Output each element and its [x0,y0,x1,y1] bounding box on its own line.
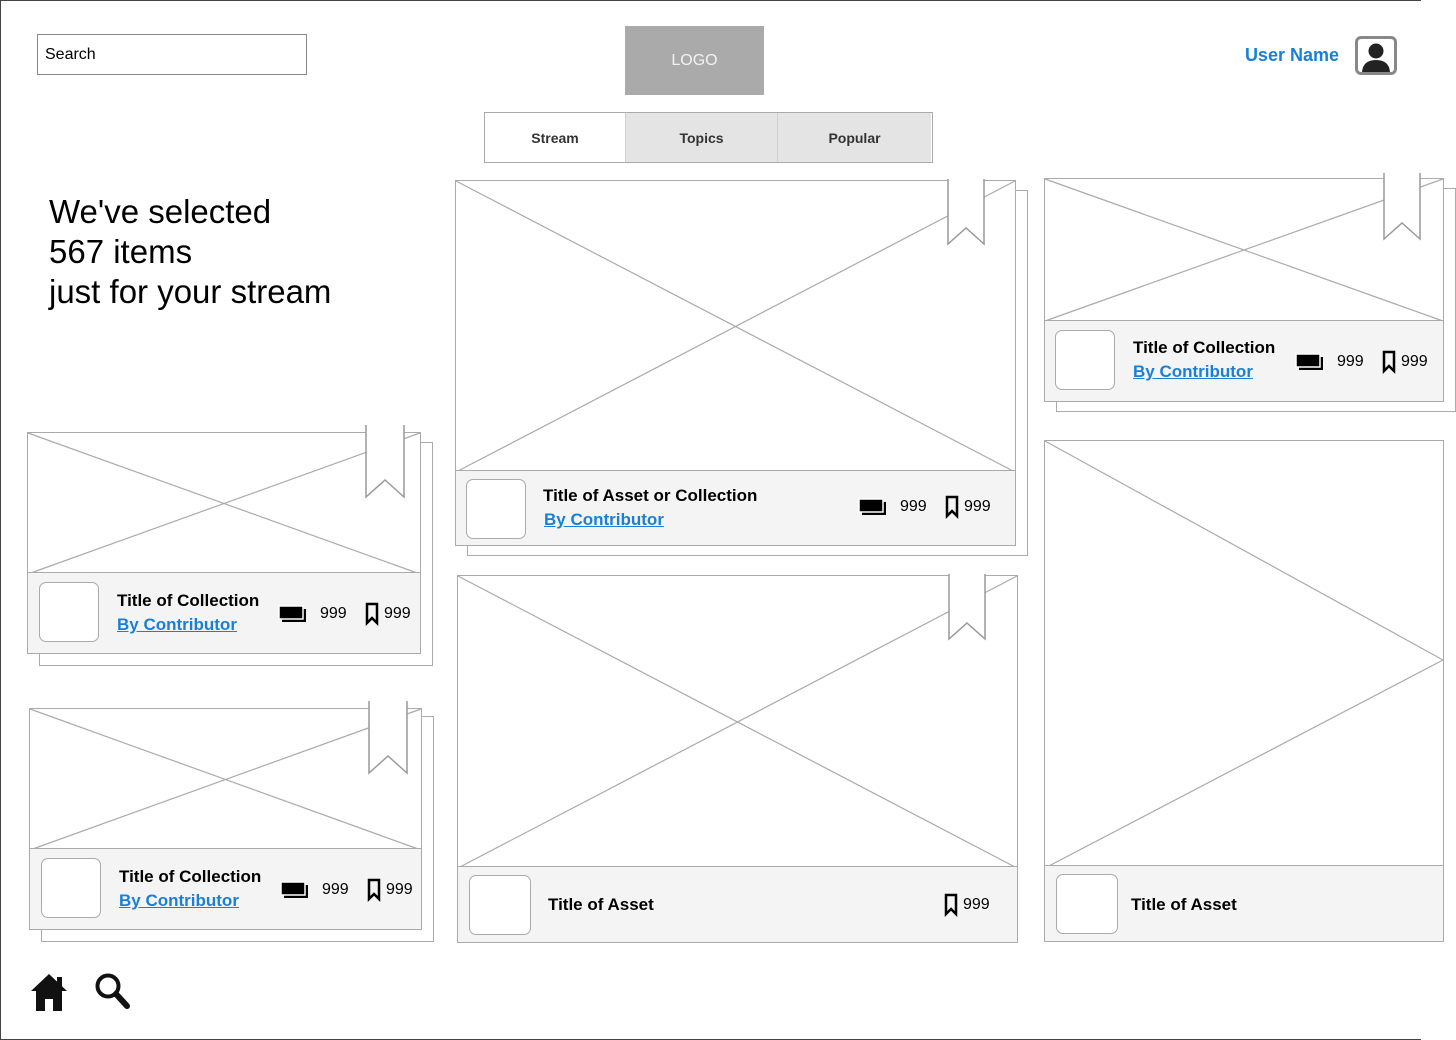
collection-count: 999 [280,881,349,899]
contributor-link[interactable]: By Contributor [117,615,237,634]
card-title[interactable]: Title of Asset [1131,895,1237,914]
bookmark-icon [944,893,958,918]
headline-line-2: 567 items [49,233,193,270]
image-placeholder [455,180,1016,473]
headline-line-3: just for your stream [49,273,332,310]
stream-headline: We've selected 567 items just for your s… [49,192,331,312]
contributor-link[interactable]: By Contributor [119,891,239,910]
collection-stack-icon [280,881,308,898]
image-placeholder [29,708,422,851]
collection-stack-icon [278,605,306,622]
search-icon[interactable] [94,972,130,1010]
contributor-thumbnail[interactable] [466,479,526,539]
bookmark-count: 999 [944,893,990,918]
bookmark-count: 999 [945,495,991,520]
bookmark-ribbon-icon[interactable] [1383,173,1421,241]
image-placeholder [1044,178,1444,322]
bottom-nav [30,972,130,1012]
card-title[interactable]: Title of Asset [548,895,654,914]
bookmark-icon [945,495,959,520]
bookmark-ribbon-icon[interactable] [948,574,986,641]
collection-stack-icon [858,498,886,515]
contributor-link[interactable]: By Contributor [544,510,664,529]
search-input[interactable]: Search [37,34,307,75]
bookmark-ribbon-icon[interactable] [947,179,985,246]
bookmark-icon [367,878,381,903]
tab-stream[interactable]: Stream [485,113,625,162]
contributor-thumbnail[interactable] [1056,874,1118,934]
image-placeholder [27,432,421,575]
bookmark-ribbon-icon[interactable] [365,425,405,499]
card-title[interactable]: Title of Collection [1133,338,1276,357]
image-placeholder [1044,440,1444,869]
card-title[interactable]: Title of Asset or Collection [543,486,758,505]
tab-popular[interactable]: Popular [777,113,931,162]
contributor-thumbnail[interactable] [41,858,101,918]
tab-topics[interactable]: Topics [625,113,777,162]
user-name-link[interactable]: User Name [1244,45,1339,65]
logo: LOGO [625,26,764,95]
contributor-thumbnail[interactable] [1055,330,1115,390]
bookmark-icon [1382,350,1396,375]
user-avatar-icon[interactable] [1355,36,1397,75]
bookmark-count: 999 [365,602,411,627]
bookmark-count: 999 [1382,350,1428,375]
collection-stack-icon [1295,353,1323,370]
collection-count: 999 [1295,353,1364,371]
bookmark-icon [365,602,379,627]
bookmark-ribbon-icon[interactable] [368,701,408,775]
bookmark-count: 999 [367,878,413,903]
tab-bar: Stream Topics Popular [484,112,933,163]
contributor-link[interactable]: By Contributor [1133,362,1253,381]
card-title[interactable]: Title of Collection [117,591,260,610]
contributor-thumbnail[interactable] [39,582,99,642]
collection-count: 999 [858,498,927,516]
card-title[interactable]: Title of Collection [119,867,262,886]
image-placeholder [457,575,1018,869]
collection-count: 999 [278,605,347,623]
headline-line-1: We've selected [49,193,272,230]
contributor-thumbnail[interactable] [469,875,531,935]
home-icon[interactable] [30,972,68,1012]
